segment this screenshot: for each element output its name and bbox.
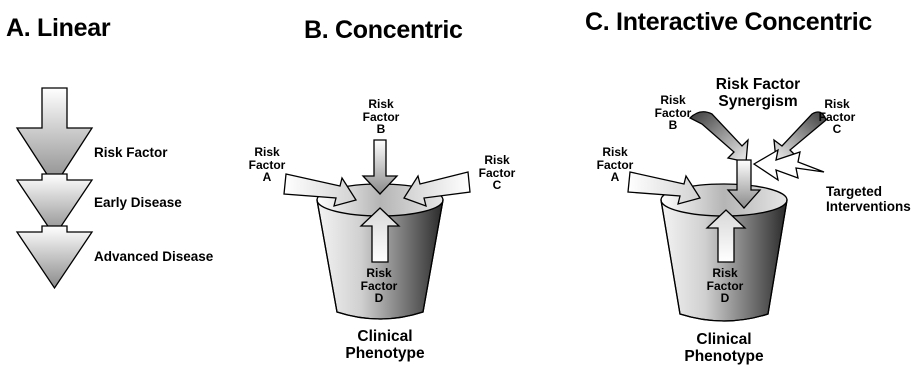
concentric-arrow-d bbox=[359, 207, 401, 263]
interactive-arrows bbox=[627, 111, 827, 263]
interactive-arrow-d bbox=[705, 209, 747, 263]
panel-b-title: B. Concentric bbox=[304, 16, 463, 44]
linear-arrow-stack bbox=[15, 87, 94, 290]
panel-c-title: C. Interactive Concentric bbox=[585, 8, 873, 36]
linear-stage-risk-factor: Risk Factor bbox=[94, 145, 168, 160]
concentric-arrow-b bbox=[361, 139, 399, 195]
interactive-arrow-a bbox=[627, 171, 702, 205]
concentric-arrows bbox=[283, 139, 471, 263]
interactive-arrow-combined bbox=[726, 159, 762, 209]
synergism-arrow-b bbox=[688, 111, 749, 163]
panel-a-title: A. Linear bbox=[6, 14, 111, 42]
concentric-arrow-a bbox=[283, 173, 358, 207]
linear-arrow-advanced-disease bbox=[15, 225, 94, 290]
linear-arrow-risk-factor bbox=[15, 87, 94, 188]
targeted-intervention-bolt bbox=[752, 148, 825, 182]
concentric-arrow-c bbox=[403, 171, 471, 208]
linear-stage-advanced-disease: Advanced Disease bbox=[94, 249, 214, 264]
linear-arrow-early-disease bbox=[15, 173, 94, 238]
linear-stage-early-disease: Early Disease bbox=[94, 195, 182, 210]
